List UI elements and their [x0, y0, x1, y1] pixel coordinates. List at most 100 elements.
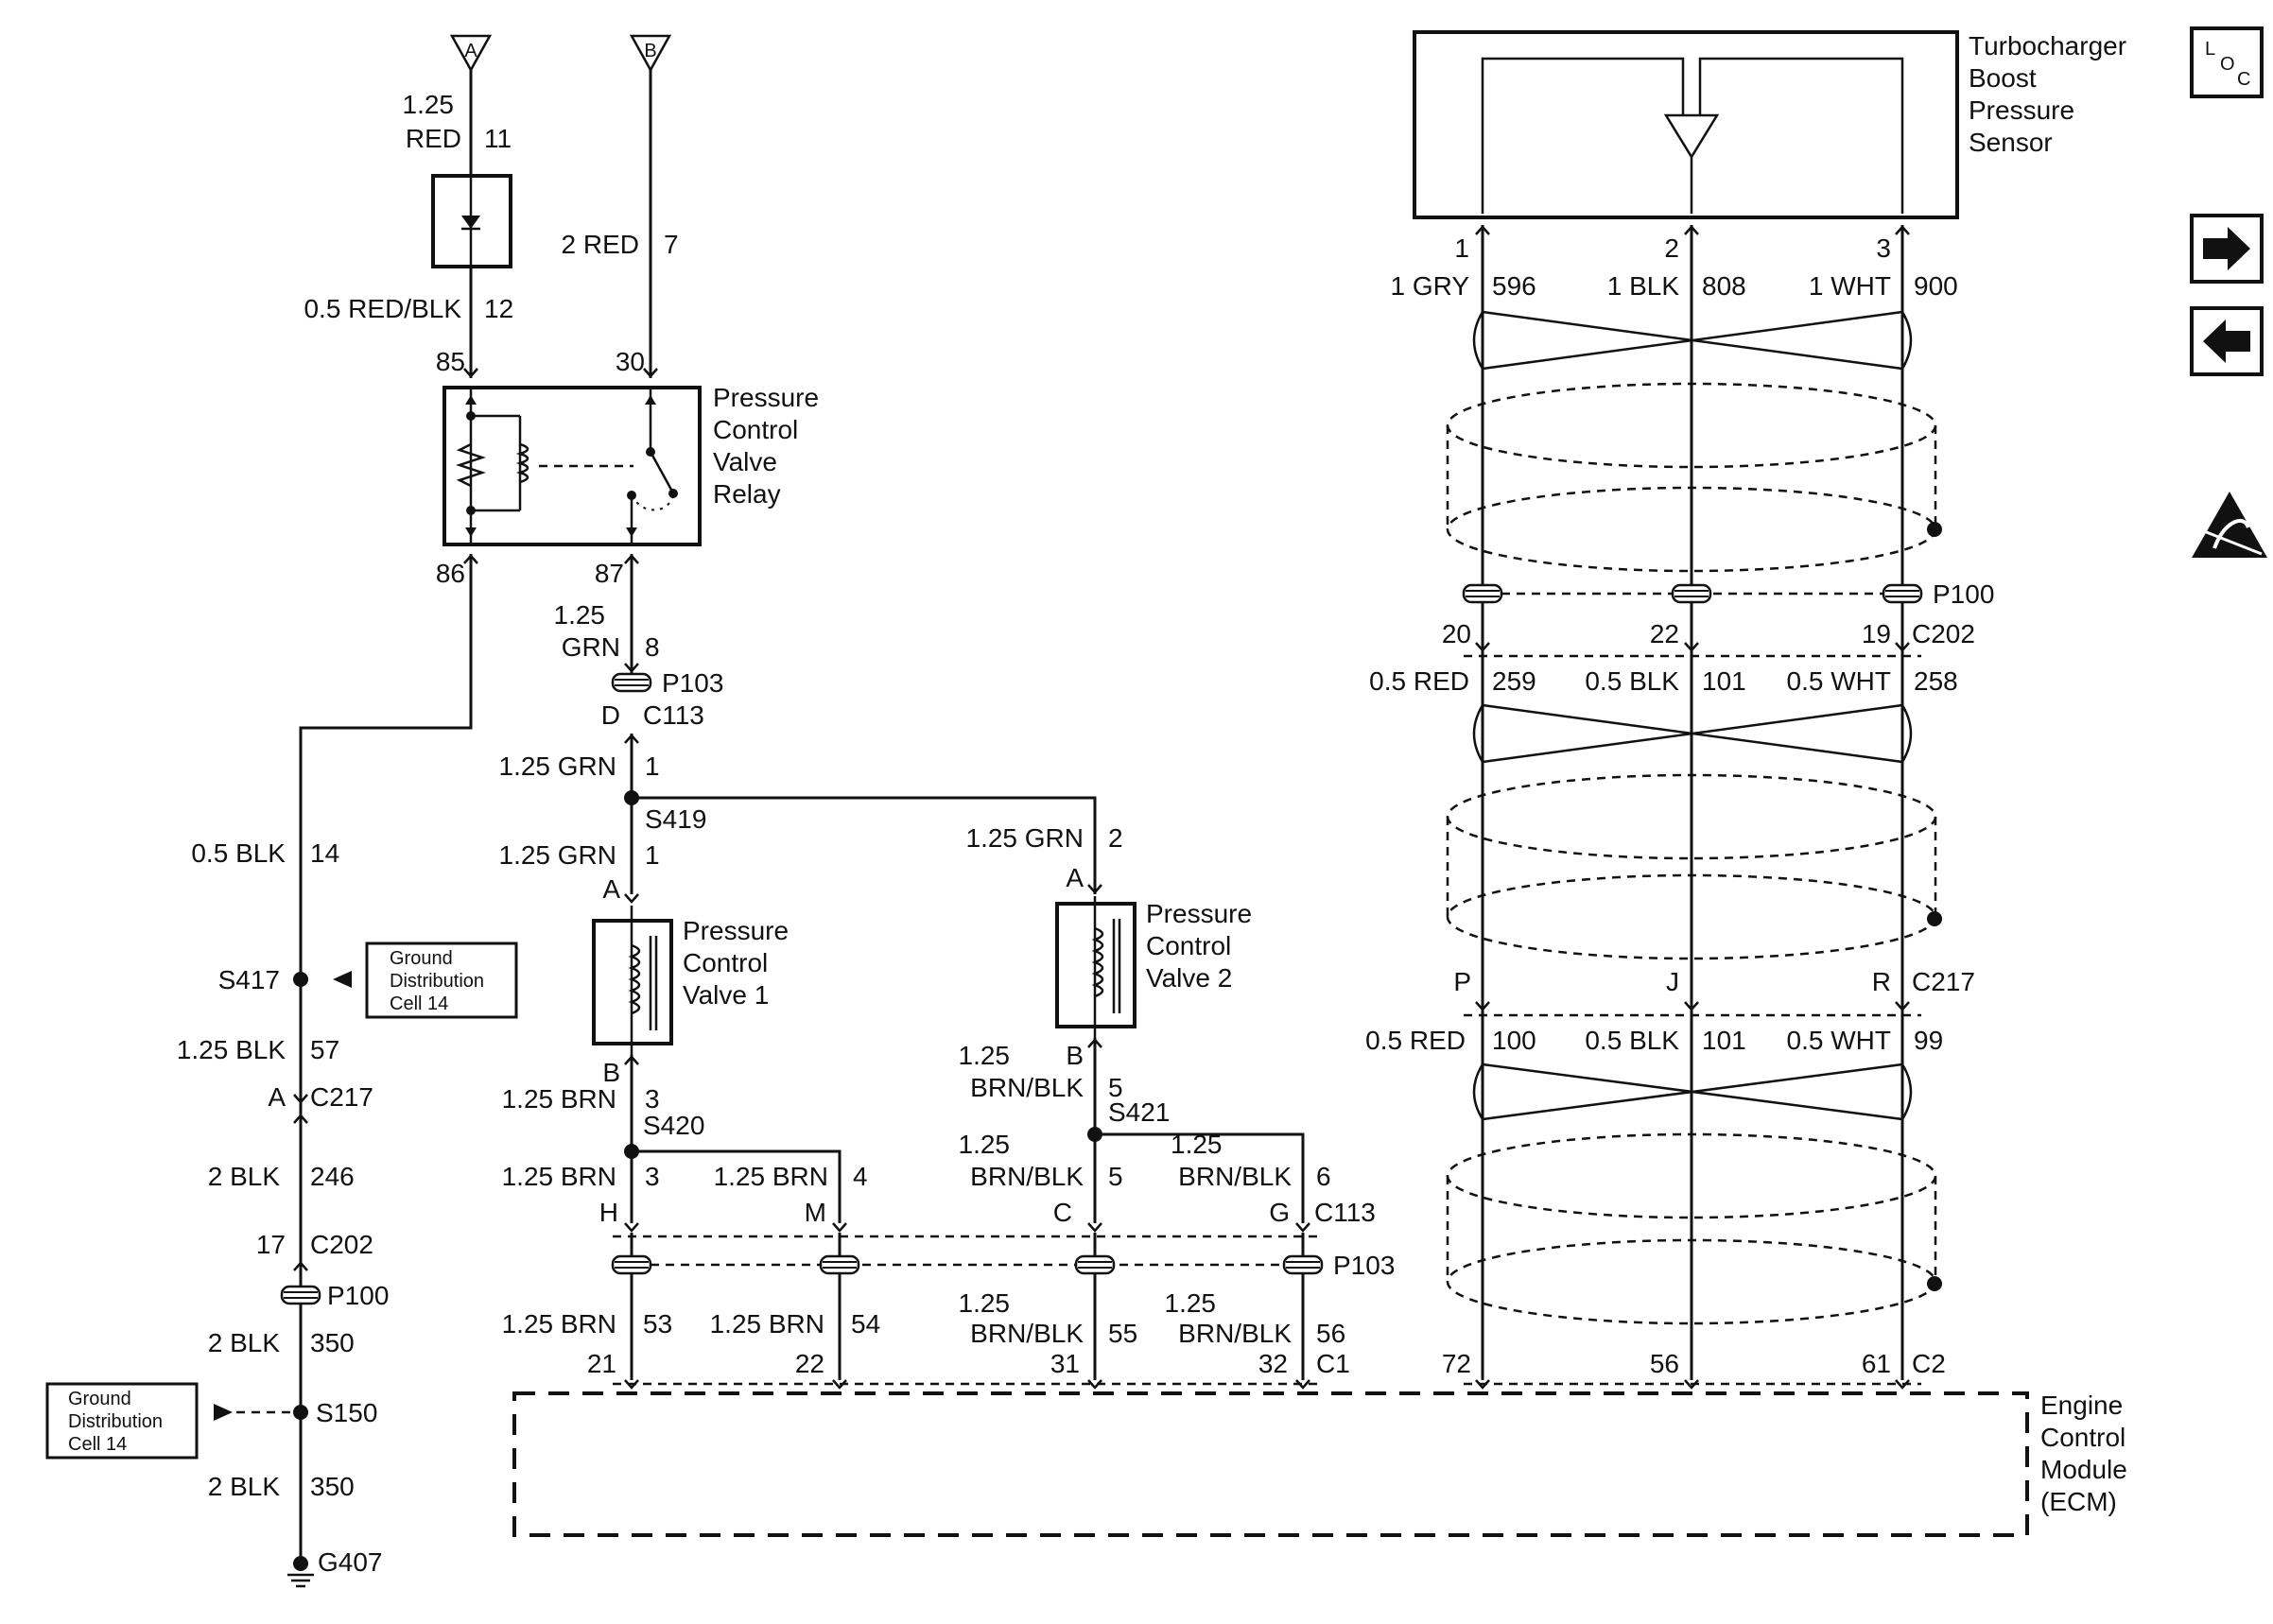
sensor-title-line1: Turbocharger [1969, 31, 2126, 60]
sensor-title-line3: Pressure [1969, 95, 2074, 125]
c1-label: C1 [1316, 1349, 1350, 1378]
splice-s417 [293, 972, 308, 987]
connector-a-label: A [464, 41, 477, 61]
valve1-title-line2: Control [683, 948, 768, 977]
ecm-pin-21: 21 [587, 1349, 616, 1378]
pressure-control-valve-2 [1055, 896, 1136, 1038]
relay-pin-30: 30 [616, 347, 645, 376]
wire-4-circuit: 4 [853, 1162, 868, 1191]
right-arrow-icon [2203, 227, 2250, 270]
connector-a: A [449, 34, 493, 73]
wire-246-circuit: 246 [310, 1162, 355, 1191]
relay-title-line3: Valve [713, 447, 777, 476]
wire-2-circuit: 2 [1108, 823, 1123, 853]
c202-pin-17: 17 [256, 1230, 286, 1259]
wire-3-circuit: 3 [645, 1084, 660, 1114]
gdc2-line2: Distribution [68, 1411, 163, 1432]
pressure-control-valve-relay [442, 386, 702, 546]
pressure-control-valve-1 [592, 906, 673, 1055]
wire-900-label: 1 WHT [1809, 271, 1891, 301]
valve1-pin-b: B [602, 1058, 620, 1087]
wire-7-label: 2 RED [562, 230, 639, 259]
component-locator-button[interactable]: L O C [2190, 26, 2264, 98]
c202-left-label: C202 [310, 1230, 373, 1259]
wire-101b-label: 0.5 BLK [1585, 1026, 1679, 1055]
c217-pin-j: J [1666, 967, 1679, 996]
sensor-title-line2: Boost [1969, 63, 2037, 93]
loc-letter-o: O [2220, 54, 2235, 75]
wire-55-gauge: 1.25 [959, 1288, 1011, 1318]
relay-title-line2: Control [713, 415, 798, 444]
valve1-title-line3: Valve 1 [683, 980, 769, 1010]
c217-pin-p: P [1453, 967, 1471, 996]
wire-8-circuit: 8 [645, 632, 660, 662]
sensor-title-line4: Sensor [1969, 128, 2053, 157]
wire-246-label: 2 BLK [208, 1162, 281, 1191]
wire-3-label: 1.25 BRN [502, 1084, 616, 1114]
valve2-title-line2: Control [1146, 931, 1231, 960]
wire-circuit-6 [1095, 1132, 1305, 1223]
wire-258-label: 0.5 WHT [1787, 666, 1891, 696]
valve2-pin-b: B [1066, 1041, 1084, 1070]
ground-distribution-cell-14-link-2[interactable]: Ground Distribution Cell 14 [45, 1382, 199, 1460]
wire-8-color: GRN [562, 632, 620, 662]
twisted-pair-symbol-2 [1472, 703, 1913, 764]
turbocharger-boost-pressure-sensor [1413, 30, 1959, 219]
wire-54-label: 1.25 BRN [710, 1309, 824, 1339]
p103-top-label: P103 [662, 668, 723, 698]
c202-pin-20: 20 [1442, 619, 1471, 648]
wire-7-circuit: 7 [664, 230, 679, 259]
wire-4-label: 1.25 BRN [714, 1162, 828, 1191]
wire-1b-label: 1.25 GRN [499, 840, 617, 870]
wire-1-circuit: 1 [645, 752, 660, 781]
ecm-title-line3: Module [2040, 1455, 2127, 1484]
wire-14-label: 0.5 BLK [191, 838, 286, 868]
wire-5b-circuit: 5 [1108, 1162, 1123, 1191]
ground-ref-arrow-2 [214, 1404, 233, 1421]
c217-pin-r: R [1872, 967, 1891, 996]
esd-warning-icon [2192, 492, 2267, 558]
c2-pin-61: 61 [1862, 1349, 1891, 1378]
c113-pin-c: C [1053, 1198, 1072, 1227]
wire-350a-circuit: 350 [310, 1328, 355, 1357]
relay-title-line1: Pressure [713, 383, 819, 412]
c113-pin-d: D [601, 700, 620, 730]
next-page-button[interactable] [2190, 214, 2264, 284]
wire-53-circuit: 53 [643, 1309, 672, 1339]
valve1-pin-a: A [602, 874, 620, 904]
ecm-pin-32: 32 [1258, 1349, 1288, 1378]
c217-left-label: C217 [310, 1082, 373, 1112]
wire-258-circuit: 258 [1914, 666, 1958, 696]
ecm-pin-31: 31 [1050, 1349, 1080, 1378]
wire-53-label: 1.25 BRN [502, 1309, 616, 1339]
ecm-pin-22: 22 [795, 1349, 824, 1378]
relay-pin-87: 87 [595, 559, 624, 588]
ecm-title-line1: Engine [2040, 1391, 2123, 1420]
previous-page-button[interactable] [2190, 306, 2264, 376]
fuse [431, 174, 512, 268]
wire-5-color: BRN/BLK [970, 1073, 1084, 1102]
sensor-pin-1: 1 [1454, 233, 1469, 263]
valve2-pin-a: A [1066, 863, 1084, 892]
wire-56-circuit: 56 [1316, 1319, 1345, 1348]
c202-right-label: C202 [1912, 619, 1975, 648]
wire-57-label: 1.25 BLK [177, 1035, 286, 1064]
wire-circuit-14 [299, 554, 473, 1564]
gdc1-line3: Cell 14 [390, 993, 448, 1014]
wire-350b-label: 2 BLK [208, 1472, 281, 1501]
wire-259-circuit: 259 [1492, 666, 1536, 696]
p103-bottom-label: P103 [1333, 1251, 1395, 1280]
loc-letter-c: C [2237, 69, 2250, 90]
wire-5b-color: BRN/BLK [970, 1162, 1084, 1191]
ecm-title-line2: Control [2040, 1423, 2126, 1452]
relay-pin-85: 85 [436, 347, 465, 376]
wire-11-color: RED [406, 124, 461, 153]
wire-100-label: 0.5 RED [1365, 1026, 1466, 1055]
valve2-title-line3: Valve 2 [1146, 963, 1232, 993]
wire-56-gauge: 1.25 [1165, 1288, 1217, 1318]
wire-596-circuit: 596 [1492, 271, 1536, 301]
valve1-title-line1: Pressure [683, 916, 789, 945]
twisted-pair-symbol-3 [1472, 1063, 1913, 1121]
ground-distribution-cell-14-link-1[interactable]: Ground Distribution Cell 14 [365, 942, 518, 1019]
